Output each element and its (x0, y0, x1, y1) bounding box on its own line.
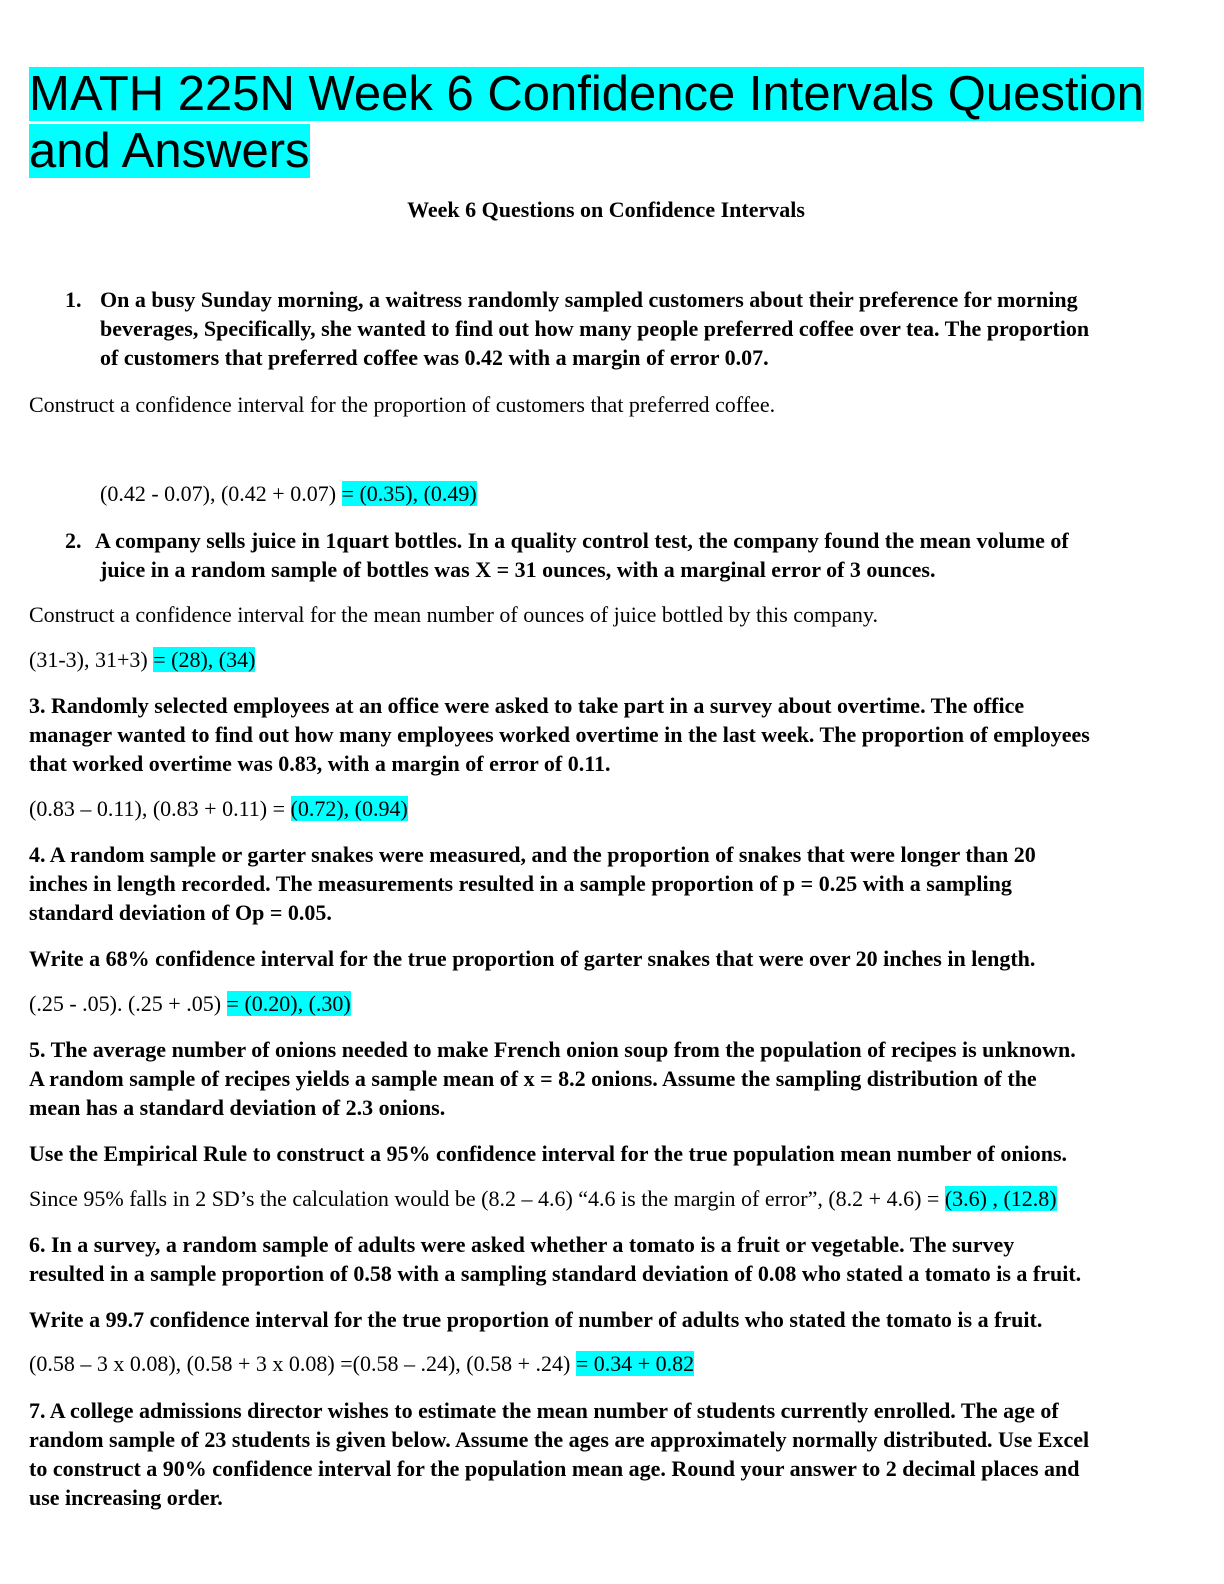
prompt-5: Use the Empirical Rule to construct a 95… (29, 1141, 1068, 1166)
answer-3: (0.83 – 0.11), (0.83 + 0.11) = (0.72), (… (29, 794, 408, 823)
answer-5: Since 95% falls in 2 SD’s the calculatio… (29, 1184, 1057, 1213)
question-line: 5. The average number of onions needed t… (29, 1037, 1076, 1062)
question-line: of customers that preferred coffee was 0… (100, 345, 769, 370)
question-3: 3. Randomly selected employees at an off… (29, 691, 1090, 778)
subtitle: Week 6 Questions on Confidence Intervals (407, 197, 805, 222)
work: (0.83 – 0.11), (0.83 + 0.11) = (29, 796, 291, 821)
question-line: inches in length recorded. The measureme… (29, 871, 1012, 896)
question-line: to construct a 90% confidence interval f… (29, 1456, 1080, 1481)
answer-6: (0.58 – 3 x 0.08), (0.58 + 3 x 0.08) =(0… (29, 1349, 695, 1378)
work: (0.42 - 0.07), (0.42 + 0.07) (100, 481, 342, 506)
work: Since 95% falls in 2 SD’s the calculatio… (29, 1186, 945, 1211)
title-line: and Answers (29, 124, 310, 178)
question-2: 2. A company sells juice in 1quart bottl… (65, 526, 1069, 584)
answer-1: (0.42 - 0.07), (0.42 + 0.07) = (0.35), (… (100, 479, 477, 508)
answer-highlight: = 0.34 + 0.82 (575, 1351, 695, 1376)
answer-highlight: (0.72), (0.94) (290, 796, 408, 821)
work: (.25 - .05). (.25 + .05) (29, 991, 227, 1016)
title-line: MATH 225N Week 6 Confidence Intervals Qu… (29, 67, 1144, 121)
work: (0.58 – 3 x 0.08), (0.58 + 3 x 0.08) =(0… (29, 1351, 576, 1376)
question-line: use increasing order. (29, 1485, 223, 1510)
question-6: 6. In a survey, a random sample of adult… (29, 1230, 1081, 1288)
question-line: random sample of 23 students is given be… (29, 1427, 1090, 1452)
prompt-2: Construct a confidence interval for the … (29, 602, 878, 627)
question-number: 1. (65, 287, 82, 312)
prompt-1: Construct a confidence interval for the … (29, 392, 776, 417)
answer-4: (.25 - .05). (.25 + .05) = (0.20), (.30) (29, 989, 351, 1018)
question-line: 3. Randomly selected employees at an off… (29, 693, 1025, 718)
question-line: resulted in a sample proportion of 0.58 … (29, 1261, 1082, 1286)
question-1: 1. On a busy Sunday morning, a waitress … (65, 285, 1090, 372)
question-line: A company sells juice in 1quart bottles.… (95, 528, 1069, 553)
question-line: mean has a standard deviation of 2.3 oni… (29, 1095, 446, 1120)
question-4: 4. A random sample or garter snakes were… (29, 840, 1036, 927)
question-5: 5. The average number of onions needed t… (29, 1035, 1076, 1122)
question-line: standard deviation of Op = 0.05. (29, 900, 332, 925)
question-7: 7. A college admissions director wishes … (29, 1396, 1089, 1512)
answer-2: (31-3), 31+3) = (28), (34) (29, 645, 256, 674)
question-line: On a busy Sunday morning, a waitress ran… (100, 287, 1078, 312)
question-line: beverages, Specifically, she wanted to f… (100, 316, 1090, 341)
question-line: juice in a random sample of bottles was … (100, 557, 936, 582)
prompt-4: Write a 68% confidence interval for the … (29, 946, 1036, 971)
work: (31-3), 31+3) (29, 647, 154, 672)
question-line: A random sample of recipes yields a samp… (29, 1066, 1037, 1091)
answer-highlight: (3.6) , (12.8) (944, 1186, 1057, 1211)
answer-highlight: = (0.20), (.30) (226, 991, 351, 1016)
answer-highlight: = (28), (34) (153, 647, 256, 672)
question-line: that worked overtime was 0.83, with a ma… (29, 751, 611, 776)
document-title: MATH 225N Week 6 Confidence Intervals Qu… (29, 66, 1144, 180)
question-line: 6. In a survey, a random sample of adult… (29, 1232, 1015, 1257)
answer-highlight: = (0.35), (0.49) (341, 481, 477, 506)
question-line: manager wanted to find out how many empl… (29, 722, 1090, 747)
question-line: 7. A college admissions director wishes … (29, 1398, 1059, 1423)
question-line: 4. A random sample or garter snakes were… (29, 842, 1036, 867)
prompt-6: Write a 99.7 confidence interval for the… (29, 1307, 1043, 1332)
question-number: 2. (65, 528, 82, 553)
